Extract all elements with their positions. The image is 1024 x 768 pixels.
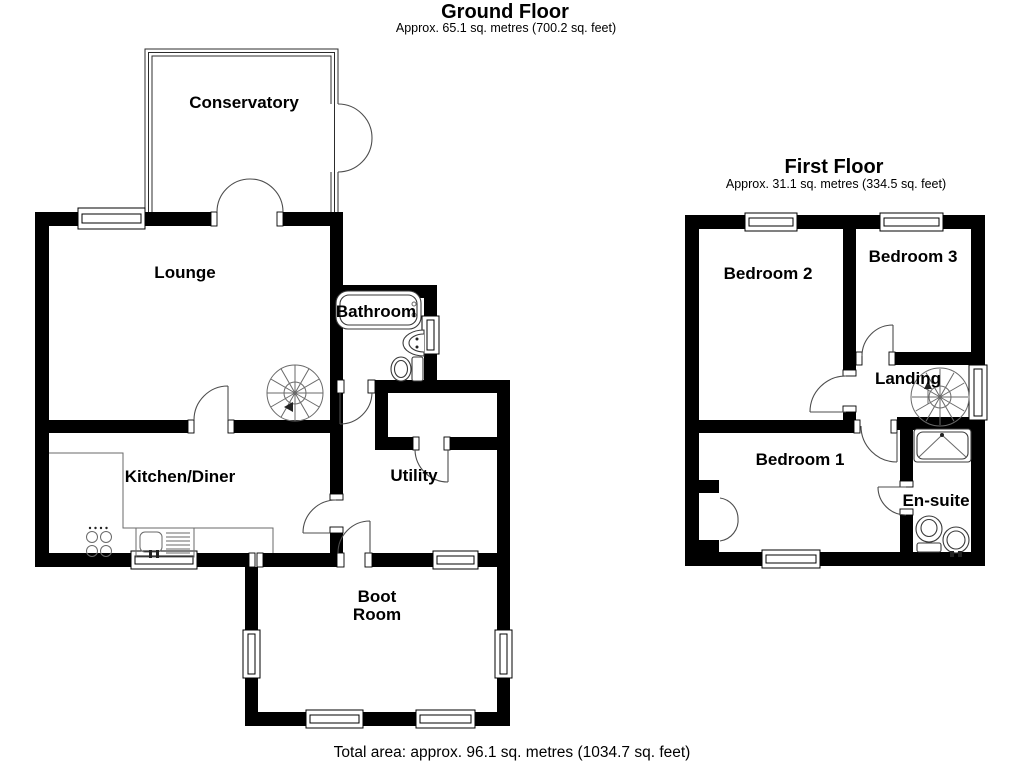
window <box>432 550 479 570</box>
room-label-kitchen-diner: Kitchen/Diner <box>124 467 236 486</box>
window <box>744 212 798 232</box>
window <box>761 549 821 569</box>
room-label-utility: Utility <box>390 466 438 485</box>
window <box>77 207 146 230</box>
room-label-bedroom1: Bedroom 1 <box>755 450 845 469</box>
room-label-landing: Landing <box>874 369 942 388</box>
room-label-boot-room: Boot Room <box>353 588 401 624</box>
ground-floor-subtitle: Approx. 65.1 sq. metres (700.2 sq. feet) <box>395 21 617 35</box>
french-doors <box>337 103 373 173</box>
drainer-lines <box>166 532 190 554</box>
room-label-lounge: Lounge <box>154 263 216 282</box>
closet-door <box>719 517 739 542</box>
spiral-staircase <box>910 367 970 427</box>
first-windows <box>744 212 988 569</box>
window <box>130 550 198 570</box>
first-floor-plan <box>685 212 988 569</box>
spiral-staircase <box>266 364 324 422</box>
window <box>968 364 988 421</box>
room-label-conservatory: Conservatory <box>189 93 299 112</box>
stairs-direction-arrow <box>924 381 932 389</box>
room-label-ensuite: En-suite <box>902 491 970 510</box>
ground-door-jambs <box>187 211 451 568</box>
ground-doors <box>193 178 449 554</box>
window <box>415 709 476 729</box>
window <box>879 212 944 232</box>
kitchen-sink <box>135 527 195 558</box>
closet-door <box>719 497 739 519</box>
first-walls <box>685 215 985 566</box>
boot-room-line2: Room <box>352 605 402 624</box>
first-doors <box>719 324 907 542</box>
room-label-bedroom3: Bedroom 3 <box>868 247 958 266</box>
toilet <box>915 515 943 553</box>
stove <box>86 526 112 557</box>
bathroom-sink <box>402 329 425 357</box>
shower <box>913 428 972 463</box>
kitchen-counter <box>49 452 274 553</box>
window <box>242 629 261 679</box>
bathtub <box>335 290 422 330</box>
toilet <box>390 356 424 382</box>
first-floor-title: First Floor <box>784 156 884 178</box>
first-door-jambs <box>842 351 914 516</box>
room-label-bedroom2: Bedroom 2 <box>723 264 813 283</box>
window <box>494 629 513 679</box>
conservatory-glazing <box>144 48 339 212</box>
ground-walls <box>35 212 510 726</box>
boot-room-line1: Boot <box>357 587 397 606</box>
ground-floor-title: Ground Floor <box>441 1 569 23</box>
stairs-direction-arrow <box>284 402 293 412</box>
first-floor-subtitle: Approx. 31.1 sq. metres (334.5 sq. feet) <box>725 177 947 191</box>
room-label-bathroom: Bathroom <box>335 302 417 321</box>
ground-windows <box>77 207 513 729</box>
ensuite-basin <box>942 526 970 557</box>
ground-floor-plan <box>35 48 513 729</box>
total-area-text: Total area: approx. 96.1 sq. metres (103… <box>333 744 691 761</box>
window <box>305 709 364 729</box>
